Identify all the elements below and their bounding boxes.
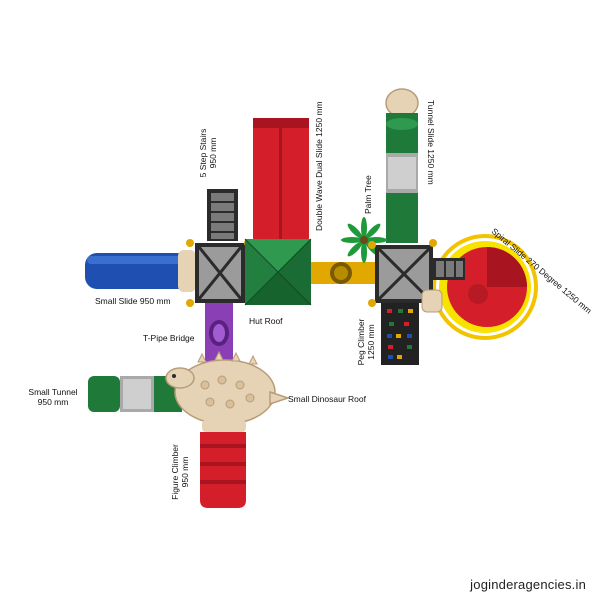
label-small-slide: Small Slide 950 mm — [95, 296, 171, 306]
label-hut-roof: Hut Roof — [249, 316, 283, 326]
label-figure-climber: Figure Climber 950 mm — [170, 439, 190, 505]
label-t-pipe-bridge: T-Pipe Bridge — [143, 333, 195, 343]
peg-climber — [381, 303, 419, 365]
dinosaur-roof — [165, 350, 291, 425]
label-peg-climber-line2: 1250 mm — [366, 324, 376, 360]
label-double-wave-slide: Double Wave Dual Slide 1250 mm — [314, 101, 324, 231]
label-peg-climber-line1: Peg Climber — [356, 318, 366, 366]
step-stairs — [207, 189, 238, 241]
label-palm-tree: Palm Tree — [363, 175, 373, 214]
yellow-bridge — [311, 262, 375, 284]
label-dinosaur-roof: Small Dinosaur Roof — [288, 394, 366, 404]
label-peg-climber: Peg Climber 1250 mm — [356, 314, 376, 370]
label-figure-climber-line2: 950 mm — [180, 456, 190, 488]
label-step-stairs-line1: 5 Step Stairs — [198, 128, 208, 178]
left-deck — [186, 239, 252, 307]
label-step-stairs-line2: 950 mm — [208, 137, 218, 169]
label-small-tunnel-line2: 950 mm — [37, 397, 69, 407]
label-figure-climber-line1: Figure Climber — [170, 444, 180, 500]
small-slide — [85, 250, 196, 292]
label-small-tunnel: Small Tunnel 950 mm — [22, 387, 84, 407]
label-small-tunnel-line1: Small Tunnel — [28, 387, 78, 397]
beige-pipe — [421, 289, 443, 313]
double-wave-slide — [253, 118, 309, 242]
watermark: joginderagencies.in — [470, 577, 586, 592]
hut-roof — [244, 238, 312, 306]
tunnel-slide — [385, 88, 419, 243]
label-tunnel-slide: Tunnel Slide 1250 mm — [426, 100, 436, 185]
label-step-stairs: 5 Step Stairs 950 mm — [198, 123, 218, 183]
figure-climber — [200, 420, 246, 508]
right-deck — [368, 239, 465, 307]
